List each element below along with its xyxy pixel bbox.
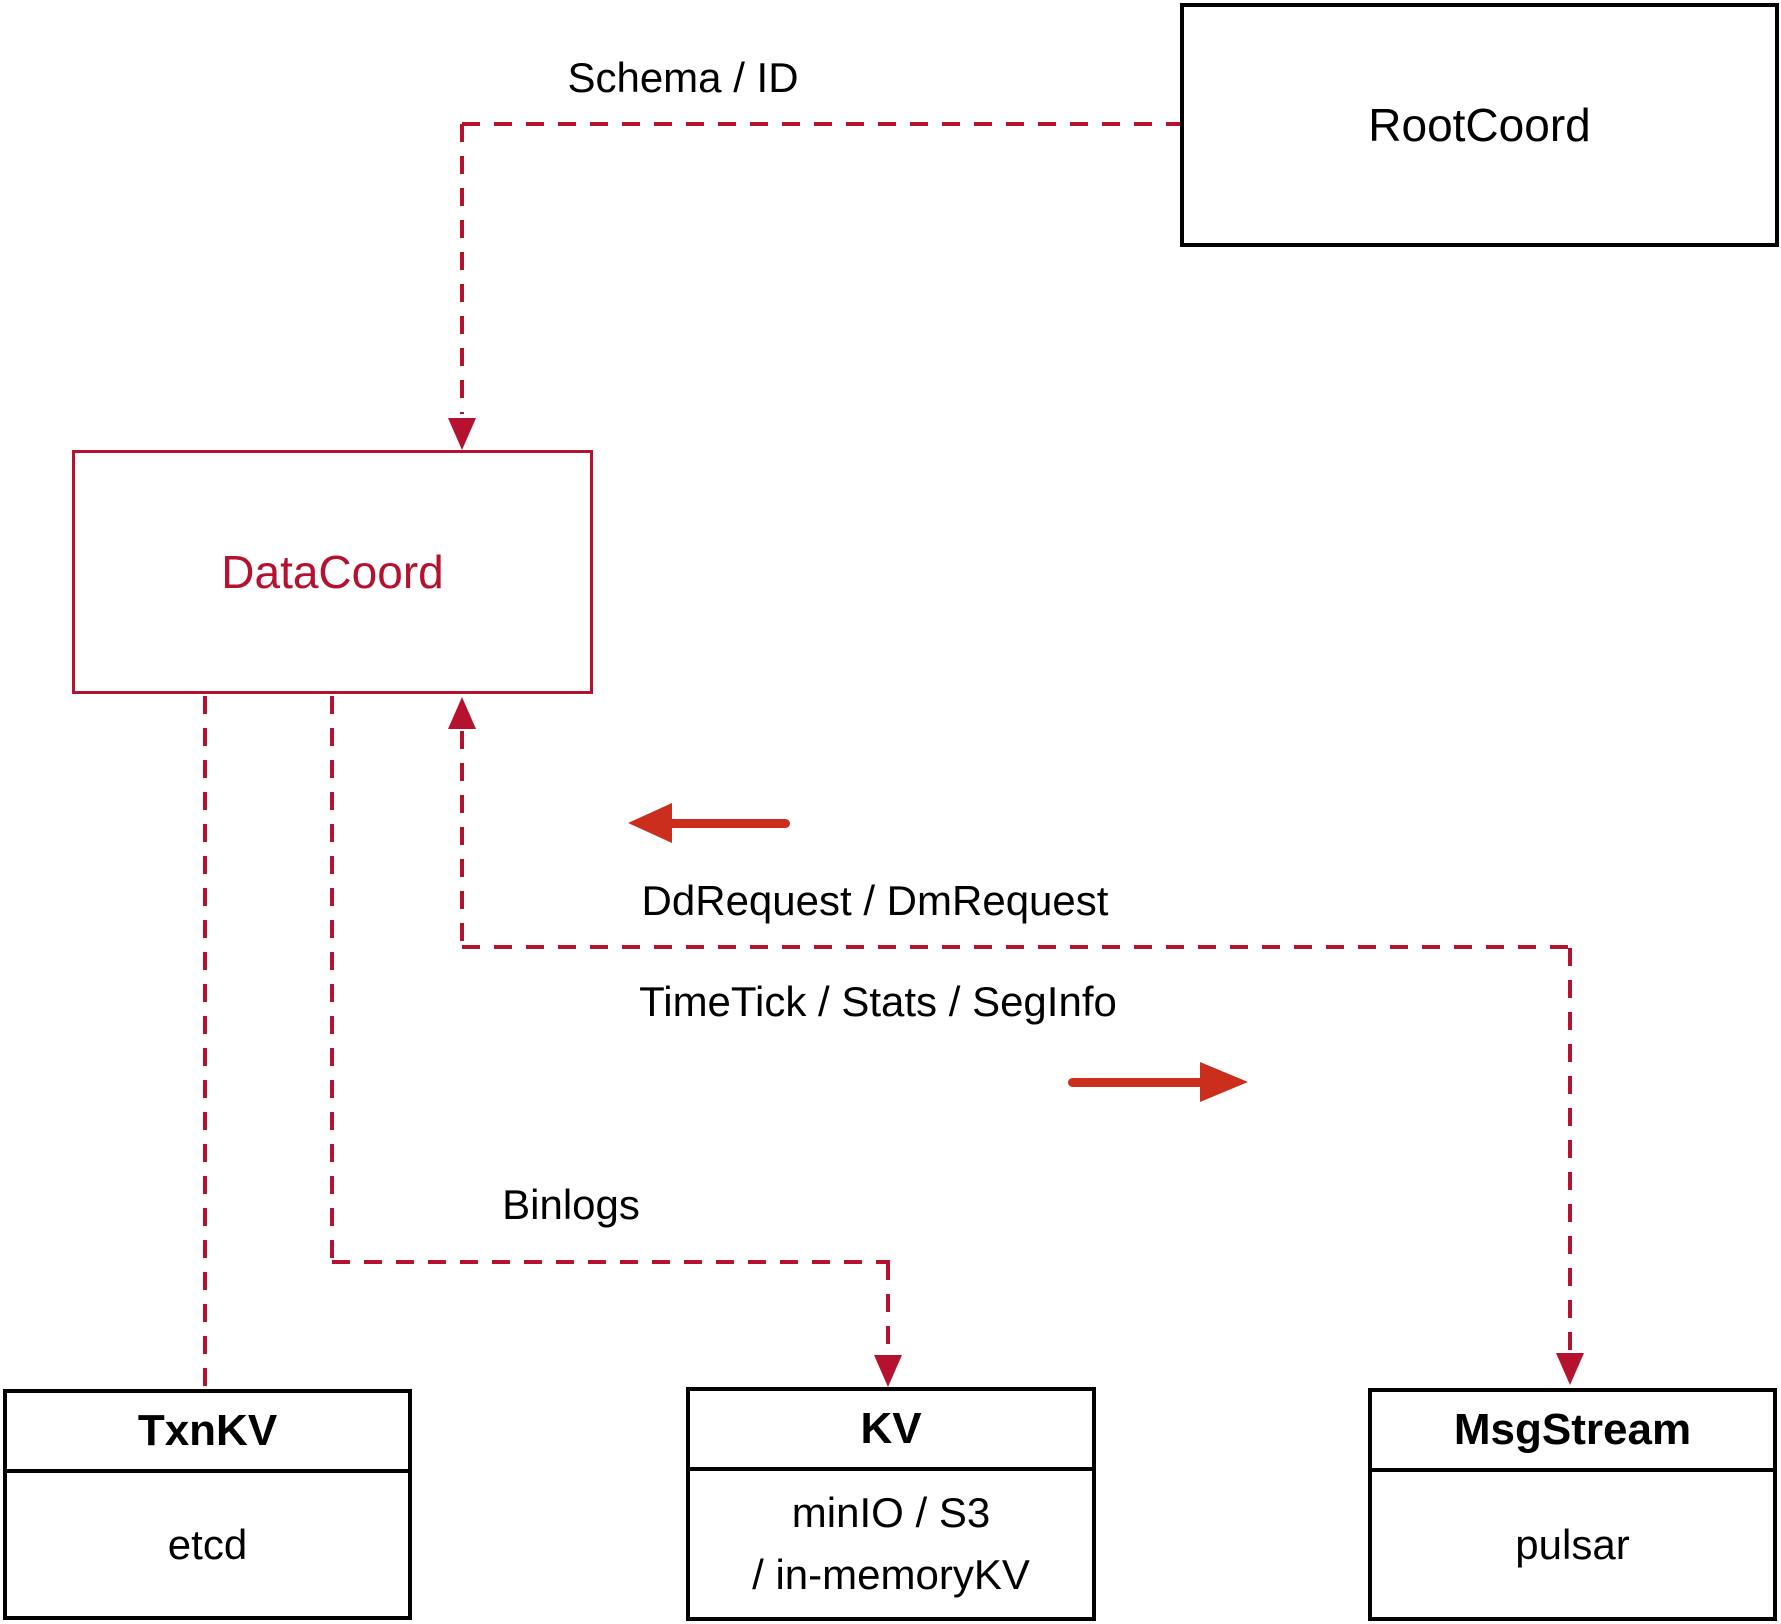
node-txnkv-title: TxnKV [137,1406,278,1455]
node-msgstream-body: pulsar [1372,1472,1773,1617]
edge-msgstream-arrowhead-icon [1556,1353,1584,1385]
node-datacoord-label: DataCoord [221,546,444,598]
edge-label-schema-id: Schema / ID [567,54,799,101]
node-kv-title: KV [860,1404,922,1453]
node-kv-header: KV [690,1391,1092,1471]
node-txnkv-body-text: etcd [167,1520,248,1568]
node-msgstream-title: MsgStream [1453,1405,1692,1454]
edge-schema-id-arrowhead-icon [448,418,476,450]
direction-arrow-right-shaft [1068,1078,1208,1087]
direction-arrow-right-icon [1068,1062,1248,1102]
edge-label-binlogs: Binlogs [502,1181,640,1228]
edge-msgstream-vertical-segment [1568,948,1572,1352]
edge-label-timetick: TimeTick / Stats / SegInfo [639,978,1117,1025]
edge-label-ddrequest: DdRequest / DmRequest [641,877,1109,924]
edge-binlogs-vertical-segment-1 [330,696,334,1262]
node-kv-body: minIO / S3 / in-memoryKV [690,1471,1092,1617]
node-kv-body-line1: minIO / S3 [791,1489,991,1536]
node-msgstream: MsgStream pulsar [1368,1388,1777,1621]
edge-binlogs-horizontal-segment [332,1260,890,1264]
node-msgstream-header: MsgStream [1372,1392,1773,1472]
node-txnkv: TxnKV etcd [3,1389,412,1620]
node-txnkv-header: TxnKV [7,1393,408,1473]
edge-schema-id-vertical-segment [460,124,464,414]
edge-ddrequest-vertical-segment [460,731,464,947]
node-msgstream-body-text: pulsar [1515,1520,1630,1568]
edge-binlogs-arrowhead-icon [874,1355,902,1387]
node-datacoord: DataCoord [72,450,593,694]
direction-arrow-left-icon [628,803,790,843]
node-kv-body-line2: / in-memoryKV [752,1551,1030,1598]
edge-ddrequest-horizontal-segment [462,945,1570,949]
direction-arrow-left-shaft [664,819,790,828]
node-rootcoord-label: RootCoord [1368,99,1591,151]
edge-ddrequest-arrowhead-icon [448,697,476,729]
edge-txnkv-vertical-segment [203,696,207,1389]
node-kv: KV minIO / S3 / in-memoryKV [686,1387,1096,1621]
direction-arrow-right-head [1200,1062,1248,1102]
edge-schema-id-horizontal-segment [462,122,1180,126]
node-rootcoord: RootCoord [1180,3,1779,247]
node-txnkv-body: etcd [7,1473,408,1616]
edge-binlogs-vertical-segment-2 [886,1262,890,1353]
